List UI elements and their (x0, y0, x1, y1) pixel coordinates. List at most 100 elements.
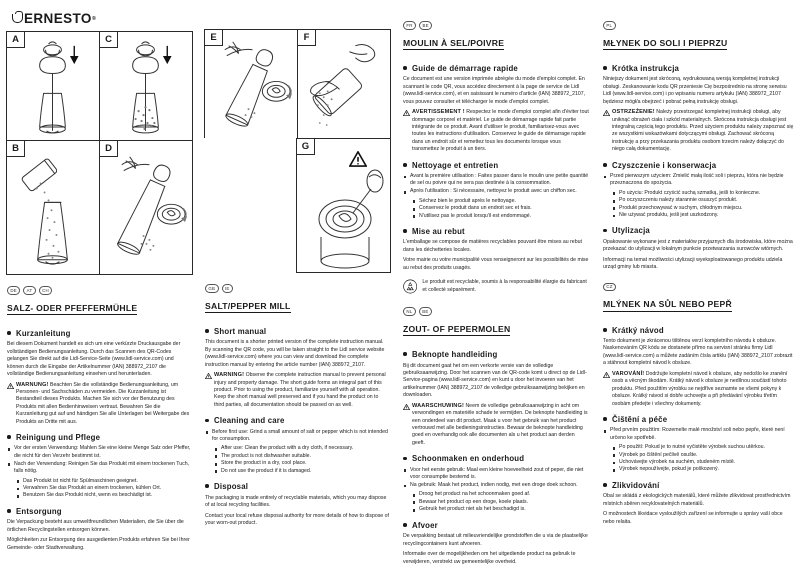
para-en-shortmanual: This document is a shorter printed versi… (205, 339, 385, 368)
heading-pl-disposal: Utylizacja (603, 226, 795, 235)
para-pl-disposal-1: Opakowanie wykonane jest z materiałów pr… (603, 238, 793, 253)
list-item: Výrobek po čištění pečlivě osušte. (612, 452, 795, 459)
warning-fr: AVERTISSEMENT ! Respectez le mode d'empl… (403, 109, 589, 153)
heading-cz-shortmanual: Krátký návod (603, 326, 795, 335)
sublist-de-cleaning: Das Produkt ist nicht für Spülmaschinen … (16, 478, 191, 500)
sublist-cz-cleaning: Po použití: Pokud je to nutné vyčistěte … (612, 444, 795, 474)
list-item: Výrobek nepoužívejte, pokud je poškozený… (612, 466, 795, 473)
text-en: GB IE SALT/PEPPER MILL Short manual This… (198, 272, 396, 527)
list-item: The product is not dishwasher suitable. (214, 453, 389, 460)
list-item: Séchez bien le produit après le nettoyag… (412, 198, 589, 205)
warning-text-fr: Respectez le mode d'emploi complet afin … (412, 109, 589, 153)
recycling-icon (403, 279, 418, 294)
figure-a-label: A (7, 32, 25, 48)
flag-nl: NL (403, 307, 416, 316)
list-item: Po použití: Pokud je to nutné vyčistěte … (612, 444, 795, 451)
lang-flags-nl: NL BE (403, 307, 589, 316)
warning-cz: VAROVÁNÍ! Dodržujte kompletní návod k ob… (603, 371, 795, 408)
list-item: Voor het eerste gebruik: Maal een kleine… (403, 467, 589, 482)
figure-d: D (99, 140, 193, 275)
heading-fr-cleaning: Nettoyage et entretien (403, 161, 589, 170)
doc-title-nl: ZOUT- OF PEPERMOLEN (403, 324, 511, 337)
figure-f: F (297, 29, 391, 139)
text-de: DE AT CH SALZ- ODER PFEFFERMÜHLE Kurzanl… (0, 274, 198, 552)
figure-grid-left: A (6, 31, 193, 275)
list-item: Po użyciu: Produkt czyścić suchą szmatką… (612, 190, 795, 197)
lang-flags-en: GB IE (205, 284, 389, 293)
warning-label-cz: VAROVÁNÍ! (612, 370, 645, 377)
list-item: Before first use: Grind a small amount o… (205, 429, 389, 444)
column-left: ERNESTO ® A (0, 0, 198, 567)
figure-a: A (6, 31, 100, 141)
para-cz-disposal-2: O možnostech likvidace vysloužilých zaří… (603, 511, 783, 525)
flag-be: BE (419, 21, 433, 30)
heading-cz-cleaning: Čištění a péče (603, 415, 795, 424)
list-item: Vor der ersten Verwendung: Mahlen Sie ei… (7, 445, 191, 460)
list-item: Après l'utilisation : Si nécessaire, net… (403, 188, 589, 195)
heading-nl-cleaning: Schoonmaken en onderhoud (403, 454, 589, 463)
list-en-cleaning: Before first use: Grind a small amount o… (205, 429, 389, 444)
list-item: Gebruik het product niet als het beschad… (412, 506, 589, 513)
figure-d-label: D (100, 141, 118, 157)
figure-d-art (117, 156, 188, 255)
figure-g-warning-triangle-icon (349, 151, 367, 167)
warning-text-cz: Dodržujte kompletní návod k obsluze, aby… (612, 370, 788, 407)
heading-pl-quickstart: Krótka instrukcja (603, 64, 795, 73)
figure-b-art (21, 158, 68, 265)
sublist-pl-cleaning: Po użyciu: Produkt czyścić suchą szmatką… (612, 190, 795, 220)
heading-de-disposal: Entsorgung (7, 507, 191, 516)
list-item: After use: Clean the product with a dry … (214, 445, 389, 452)
para-de-disposal-1: Die Verpackung besteht aus umweltfreundl… (7, 519, 184, 533)
list-item: Produkt przechowywać w suchym, chłodnym … (612, 205, 795, 212)
list-item: Store the product in a dry, cool place. (214, 460, 389, 467)
doc-title-pl: MŁYNEK DO SOLI I PIEPRZU (603, 38, 728, 50)
brand-name: ERNESTO (24, 11, 92, 26)
text-pl: PL MŁYNEK DO SOLI I PIEPRZU Krótka instr… (596, 0, 802, 526)
warning-triangle-icon (205, 373, 212, 409)
list-item: Verwahren Sie das Produkt an einem trock… (16, 485, 191, 492)
para-cz-disposal-1: Obal se skládá z ekologických materiálů,… (603, 493, 791, 507)
warning-en: WARNING! Observe the complete instructio… (205, 372, 389, 409)
flag-pl: PL (603, 21, 616, 30)
list-nl-cleaning: Voor het eerste gebruik: Maal een kleine… (403, 467, 589, 490)
figure-g-label: G (297, 139, 315, 155)
warning-text-de: Beachten Sie die vollständige Bedienungs… (16, 381, 190, 425)
figure-e: E (204, 29, 298, 139)
figure-spacer (204, 138, 297, 273)
figure-g-art (318, 169, 384, 269)
list-item: Nach der Verwendung: Reinigen Sie das Pr… (7, 461, 191, 476)
list-item: Po oczyszczeniu należy starannie osuszyć… (612, 197, 795, 204)
heading-en-shortmanual: Short manual (205, 327, 389, 336)
para-cz-shortmanual: Tento dokument je zkrácenou tištěnou ver… (603, 338, 793, 367)
flag-fr: FR (403, 21, 417, 30)
figure-b: B (6, 140, 100, 275)
lang-flags-fr: FR BE (403, 21, 589, 30)
heading-cz-disposal: Zlikvidování (603, 481, 795, 490)
para-de-quickstart: Bei diesem Dokument handelt es sich um e… (7, 341, 181, 377)
flag-ie: IE (221, 284, 233, 293)
warning-de: WARNUNG! Beachten Sie die vollständige B… (7, 382, 191, 426)
list-item: Do not use the product if it is damaged. (214, 468, 389, 475)
doc-title-en: SALT/PEPPER MILL (205, 301, 291, 313)
list-cz-cleaning: Před prvním použitím: Rozemelte malé mno… (603, 427, 795, 442)
heading-en-disposal: Disposal (205, 482, 389, 491)
warning-triangle-icon (603, 110, 610, 153)
lang-flags-de: DE AT CH (7, 286, 191, 295)
recycle-note-text-fr: Le produit est recyclable, soumis à la r… (422, 279, 587, 293)
doc-title-cz: MLÝNEK NA SŮL NEBO PEPŘ (603, 299, 732, 312)
warning-triangle-icon (403, 403, 410, 447)
list-item: Avant la première utilisation : Faites p… (403, 173, 589, 188)
list-item: N'utilisez pas le produit lorsqu'il est … (412, 213, 589, 220)
registered-mark: ® (91, 15, 97, 22)
warning-label-en: WARNING! (214, 372, 245, 379)
list-de-cleaning: Vor der ersten Verwendung: Mahlen Sie ei… (7, 445, 191, 475)
flag-cz: CZ (603, 282, 617, 292)
list-item: Před prvním použitím: Rozemelte malé mno… (603, 427, 795, 442)
lang-flags-cz: CZ (603, 282, 795, 292)
column-second: E (198, 0, 396, 567)
para-pl-disposal-2: Informacji na temat możliwości utylizacj… (603, 256, 783, 271)
heading-fr-disposal: Mise au rebut (403, 227, 589, 236)
doc-title-de: SALZ- ODER PFEFFERMÜHLE (7, 303, 138, 315)
column-right: PL MŁYNEK DO SOLI I PIEPRZU Krótka instr… (596, 0, 802, 567)
